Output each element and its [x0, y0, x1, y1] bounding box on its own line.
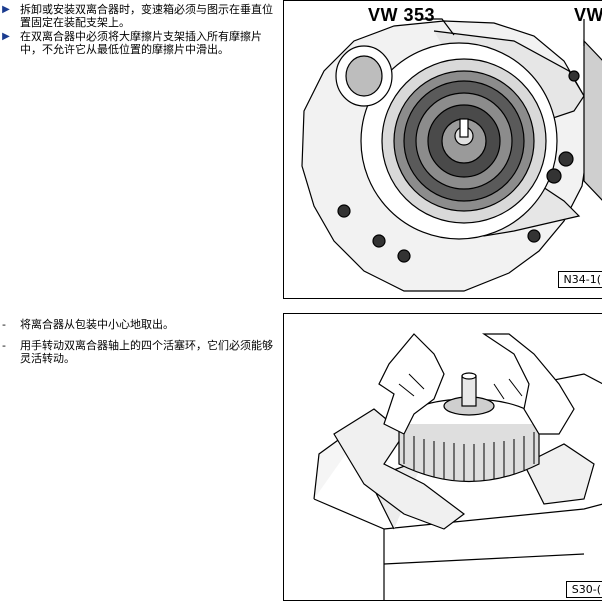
arrow-bullet-icon: ▶ — [1, 30, 11, 43]
tool-label-vw353: VW 353 — [368, 5, 435, 26]
figure-code: N34-1( — [558, 271, 602, 288]
figure-code: S30-( — [566, 581, 602, 598]
notes-list: ▶ 拆卸或安装双离合器时，变速箱必须与图示在垂直位置固定在装配支架上。 ▶ 在双… — [0, 3, 276, 57]
step-text: 将离合器从包装中小心地取出。 — [20, 318, 174, 331]
note-text: 拆卸或安装双离合器时，变速箱必须与图示在垂直位置固定在装配支架上。 — [20, 3, 273, 29]
gearbox-assembly-figure: VW 353 VW N34-1( — [283, 0, 602, 299]
step-text: 用手转动双离合器轴上的四个活塞环，它们必须能够灵活转动。 — [20, 339, 273, 365]
steps-list: - 将离合器从包装中小心地取出。 - 用手转动双离合器轴上的四个活塞环，它们必须… — [0, 318, 276, 373]
arrow-bullet-icon: ▶ — [1, 3, 11, 16]
step-item: - 将离合器从包装中小心地取出。 — [0, 318, 276, 331]
clutch-box-illustration — [284, 314, 602, 600]
tool-label-vw: VW — [574, 5, 602, 26]
gearbox-illustration — [284, 1, 602, 298]
step-marker: - — [2, 318, 10, 331]
note-text: 在双离合器中必须将大摩擦片支架插入所有摩擦片中，不允许它从最低位置的摩擦片中滑出… — [20, 30, 262, 56]
note-item: ▶ 在双离合器中必须将大摩擦片支架插入所有摩擦片中，不允许它从最低位置的摩擦片中… — [0, 30, 276, 56]
clutch-unpacking-figure: S30-( — [283, 313, 602, 601]
step-marker: - — [2, 339, 10, 352]
note-item: ▶ 拆卸或安装双离合器时，变速箱必须与图示在垂直位置固定在装配支架上。 — [0, 3, 276, 29]
step-item: - 用手转动双离合器轴上的四个活塞环，它们必须能够灵活转动。 — [0, 339, 276, 365]
